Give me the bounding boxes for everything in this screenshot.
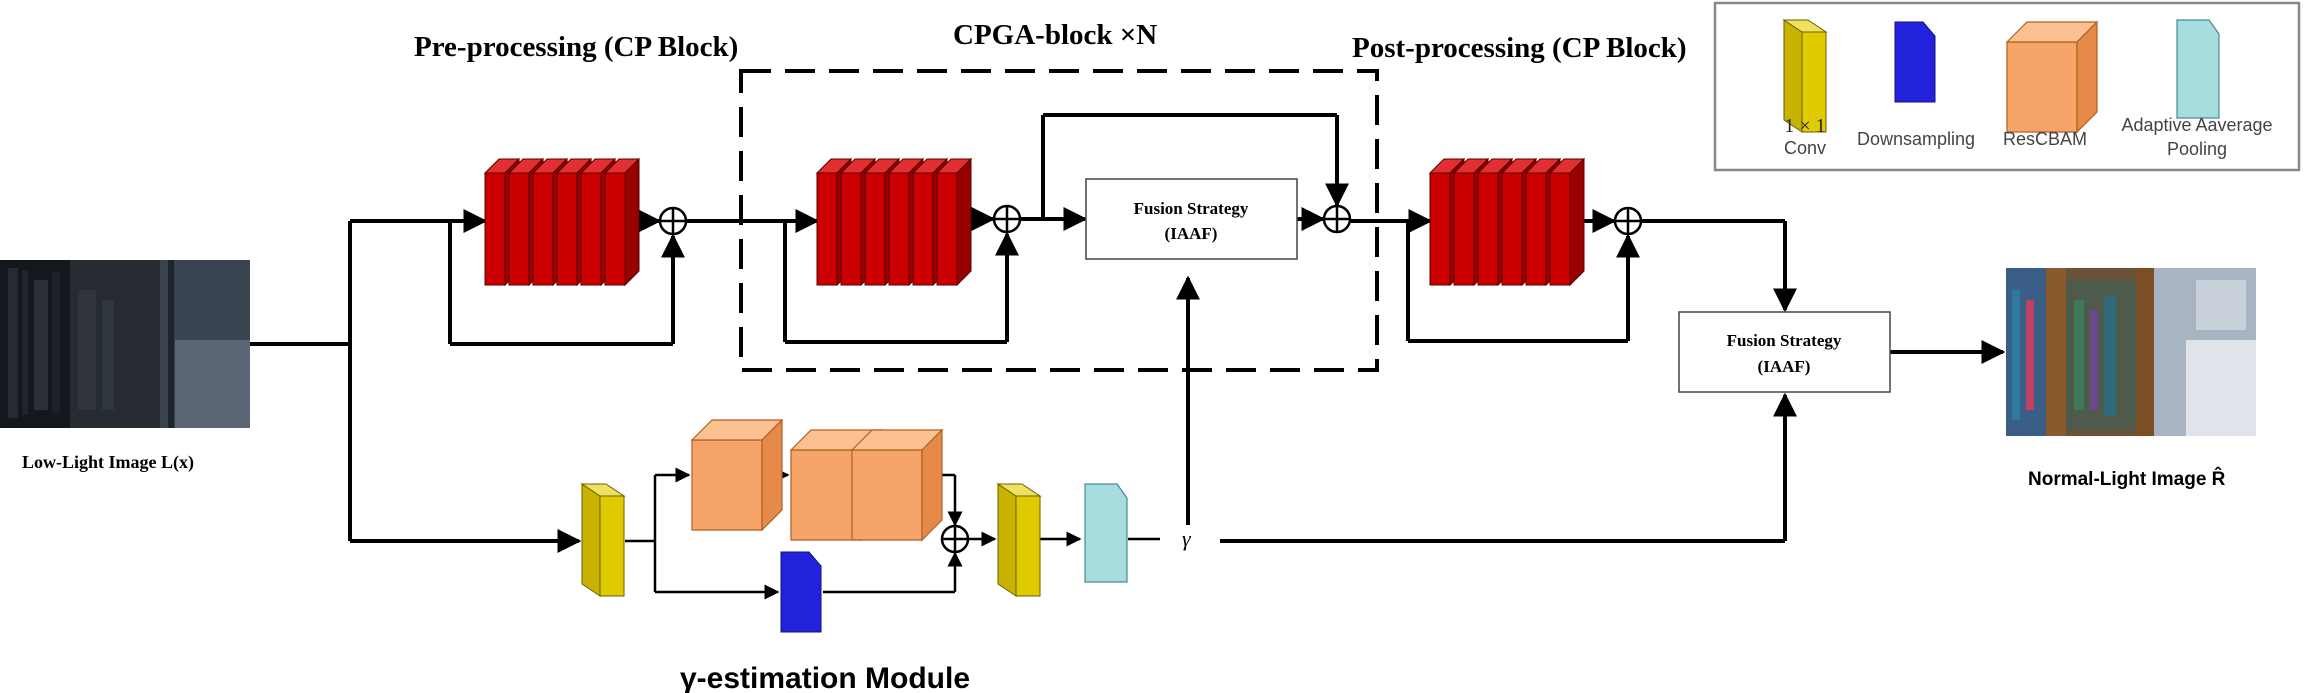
post-processing-title: Post-processing (CP Block) xyxy=(1352,32,1687,64)
outer-fusion-line2: (IAAF) xyxy=(1758,357,1811,376)
outer-fusion-box: Fusion Strategy (IAAF) xyxy=(1678,311,1891,393)
low-light-image xyxy=(0,260,250,428)
gamma-symbol: γ xyxy=(1182,526,1192,551)
conv-1x1-block xyxy=(997,483,1041,597)
inner-fusion-box: Fusion Strategy (IAAF) xyxy=(1085,178,1298,260)
rescbam-block xyxy=(691,419,783,531)
pre-processing-title: Pre-processing (CP Block) xyxy=(414,31,738,63)
rescbam-block xyxy=(851,429,943,541)
pre-processing-stack xyxy=(485,159,639,285)
downsampling-block xyxy=(780,551,822,633)
sum-node xyxy=(658,206,688,236)
sum-node xyxy=(1322,204,1352,234)
legend-conv-line1: 1 × 1 xyxy=(1784,115,1825,137)
low-light-image-label: Low-Light Image L(x) xyxy=(22,452,194,473)
legend-downsampling-label: Downsampling xyxy=(1857,129,1975,149)
inner-fusion-line1: Fusion Strategy xyxy=(1134,199,1249,218)
cpga-block-title: CPGA-block ×N xyxy=(953,19,1157,51)
conv-1x1-block xyxy=(581,483,625,597)
gamma-module-title: γ-estimation Module xyxy=(680,662,970,693)
connectors xyxy=(250,113,2006,553)
sum-node xyxy=(1613,206,1643,236)
legend: 1 × 1 Conv Downsampling ResCBAM Adaptive… xyxy=(1713,1,2301,172)
legend-pooling-line1: Adaptive Aaverage xyxy=(2121,115,2272,135)
legend-conv-line2: Conv xyxy=(1784,138,1826,158)
sum-node xyxy=(940,524,970,554)
normal-light-image xyxy=(2006,268,2256,436)
inner-fusion-line2: (IAAF) xyxy=(1165,224,1218,243)
legend-rescbam-icon xyxy=(2006,21,2098,133)
outer-fusion-line1: Fusion Strategy xyxy=(1727,331,1842,350)
legend-rescbam-label: ResCBAM xyxy=(2003,129,2087,149)
cpga-stack xyxy=(817,159,971,285)
sum-node xyxy=(992,204,1022,234)
normal-light-image-label: Normal-Light Image R̂ xyxy=(2028,468,2226,490)
gamma-connectors xyxy=(625,467,1160,600)
legend-pooling-line2: Pooling xyxy=(2167,139,2227,159)
adaptive-pooling-block xyxy=(1084,483,1128,583)
post-processing-stack xyxy=(1430,159,1584,285)
legend-downsampling-icon xyxy=(1894,21,1936,103)
legend-pooling-icon xyxy=(2176,19,2220,119)
